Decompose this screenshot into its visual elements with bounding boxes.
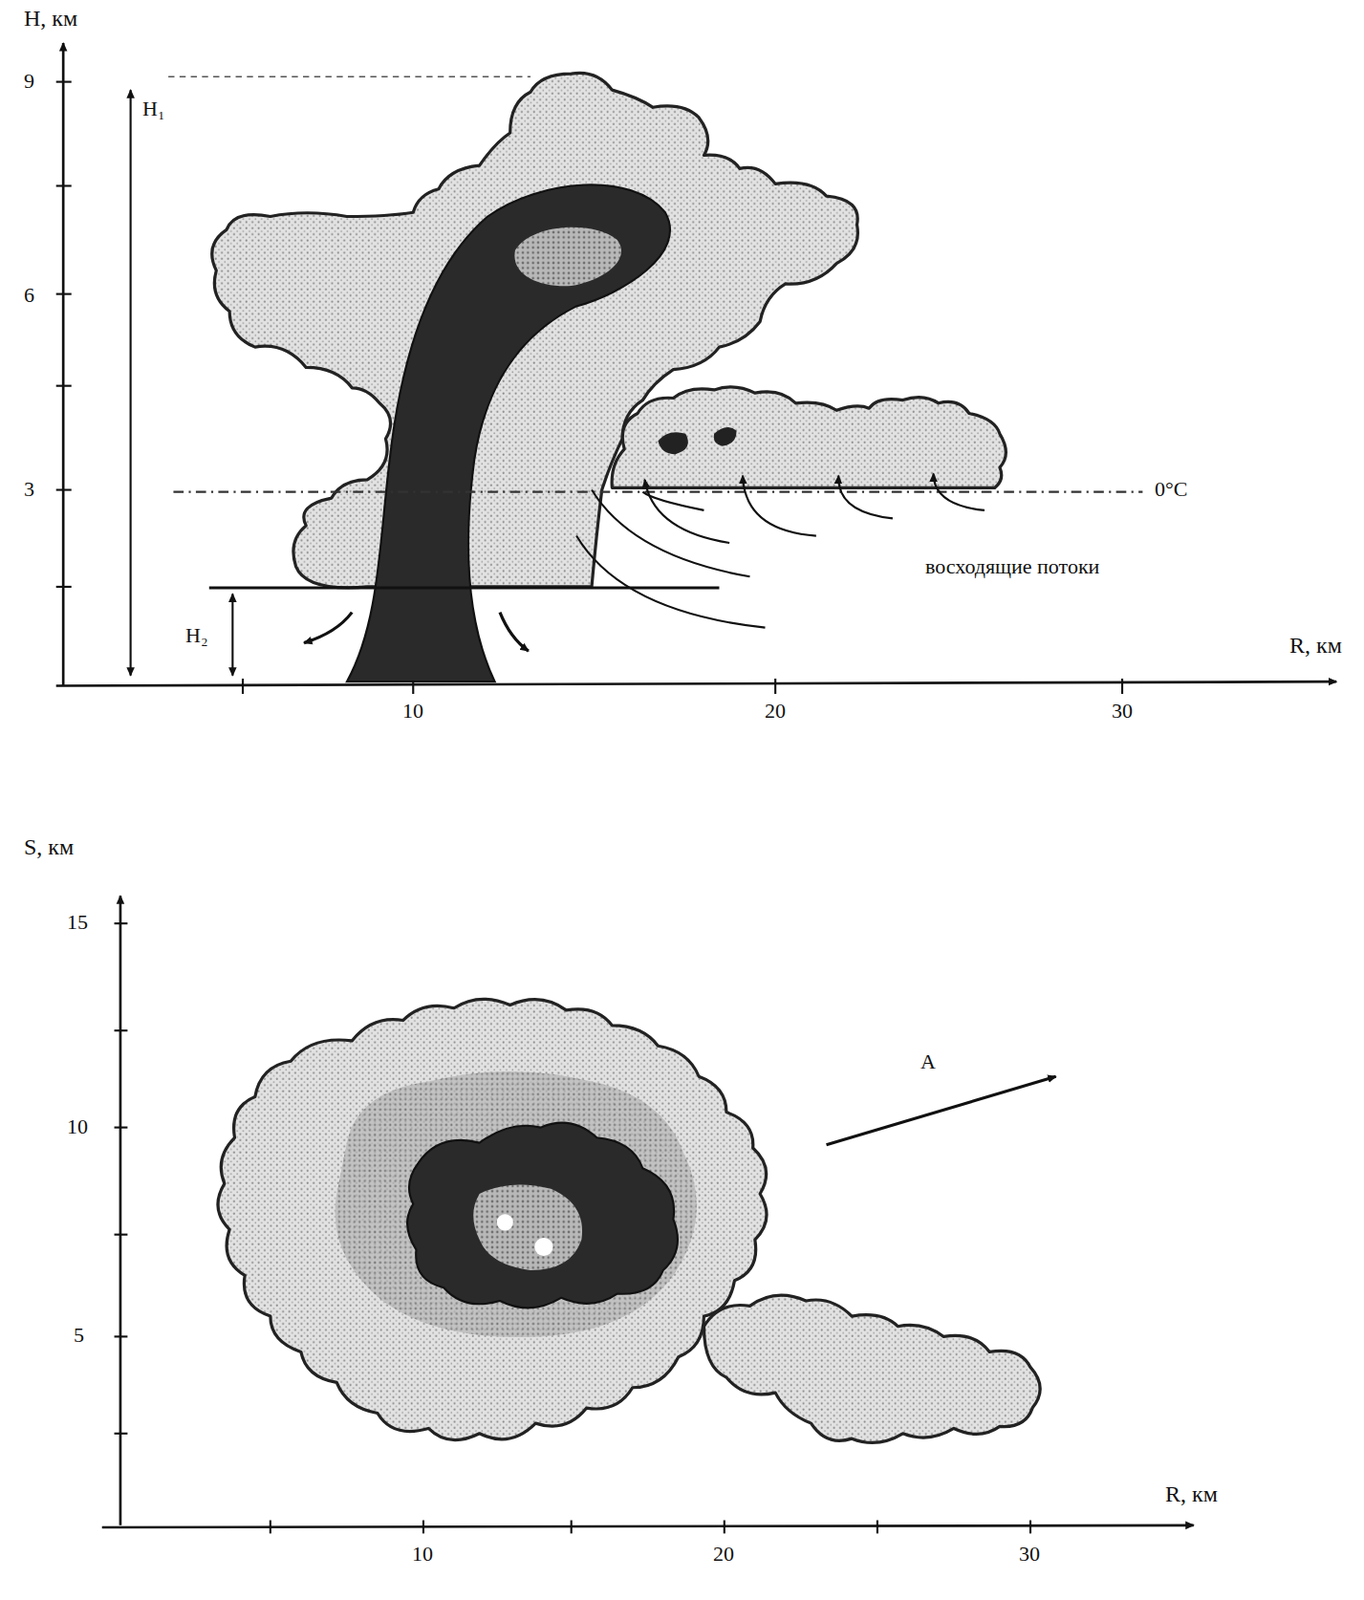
tick-label: 10 <box>410 1542 435 1566</box>
tick-label: 10 <box>400 699 426 723</box>
tick-label: 9 <box>21 69 37 93</box>
tick-label: 3 <box>21 477 37 501</box>
tick-label: 6 <box>21 283 37 307</box>
plan-view <box>102 895 1194 1534</box>
axis-title: S, км <box>21 834 76 860</box>
tick-label: 15 <box>64 910 90 934</box>
dimension-label: H₁ <box>140 97 168 121</box>
axis-title: R, км <box>1163 1481 1220 1507</box>
isotherm-label: 0°C <box>1152 477 1190 501</box>
tick-label: 10 <box>64 1115 90 1139</box>
tick-label: 20 <box>711 1542 737 1566</box>
section-view <box>56 43 1337 694</box>
flow-label: восходящие потоки <box>923 555 1102 579</box>
dimension-label: H₂ <box>183 624 211 648</box>
tick-label: 30 <box>1109 699 1135 723</box>
tick-label: 5 <box>71 1323 87 1347</box>
tick-label: 20 <box>762 699 788 723</box>
motion-label: A <box>918 1050 938 1074</box>
axis-title: R, км <box>1287 632 1344 658</box>
axis-title: H, км <box>21 5 80 31</box>
tick-label: 30 <box>1017 1542 1042 1566</box>
